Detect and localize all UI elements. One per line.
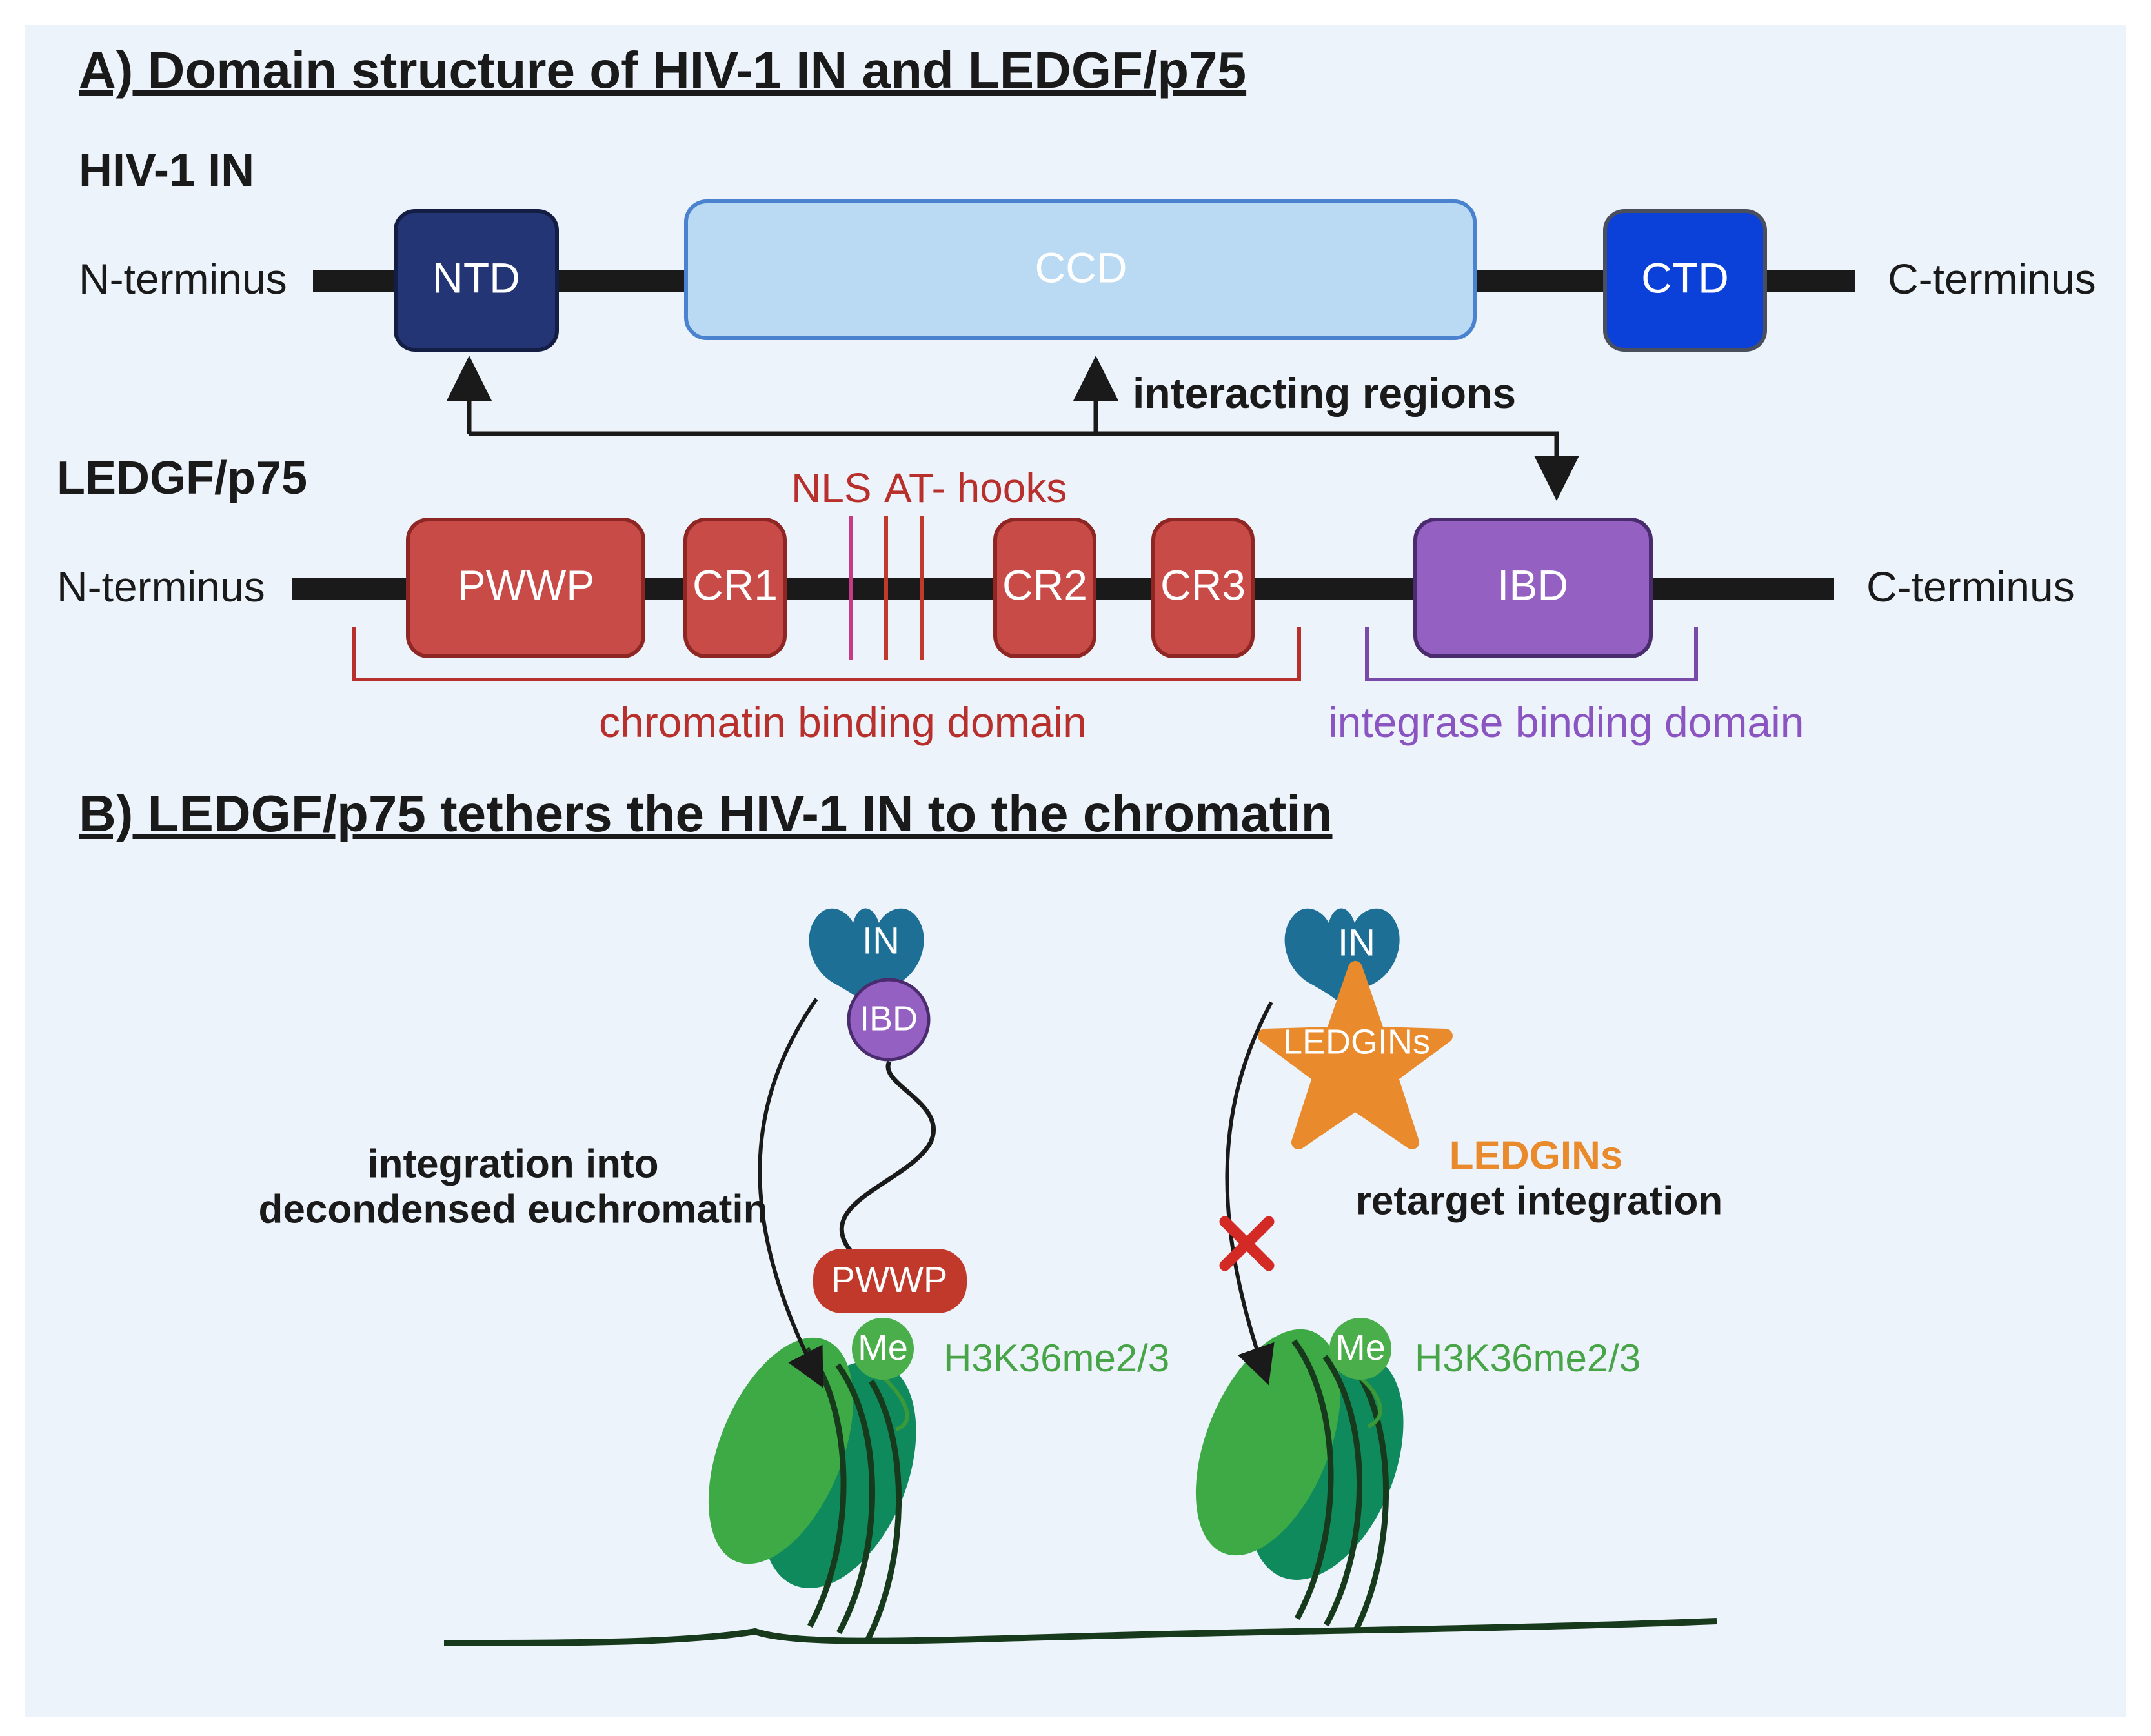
chromatin-domain-bracket — [352, 627, 1301, 681]
pwwp-box-left — [813, 1249, 967, 1313]
panel-a-title: A) Domain structure of HIV-1 IN and LEDG… — [79, 41, 1246, 99]
me-circle-left — [852, 1318, 914, 1380]
cr2-domain — [993, 518, 1096, 658]
caption-right-line1: LEDGINs — [1449, 1133, 1623, 1178]
caption-left-line2: decondensed euchromatin — [259, 1187, 768, 1231]
cr2-label: CR2 — [1002, 561, 1087, 609]
cr3-domain — [1151, 518, 1255, 658]
interacting-regions-label: interacting regions — [1133, 369, 1516, 417]
nucleosome-right — [1195, 1329, 1404, 1633]
cr1-domain — [683, 518, 787, 658]
ledgf-n-terminus-label: N-terminus — [57, 563, 265, 611]
ctd-domain — [1603, 209, 1767, 352]
me-label-right: Me — [1335, 1327, 1386, 1368]
ntd-domain — [394, 209, 559, 352]
cr3-label: CR3 — [1160, 561, 1246, 609]
in-label-left: IN — [862, 920, 900, 962]
me-tail-right — [1359, 1376, 1382, 1428]
in-c-terminus-label: C-terminus — [1888, 255, 2096, 303]
caption-right-line2: retarget integration — [1356, 1178, 1722, 1223]
integrase-domain-label: integrase binding domain — [1328, 698, 1804, 746]
in-label-right: IN — [1338, 922, 1375, 964]
pwwp-label-left: PWWP — [831, 1259, 947, 1300]
in-protein-name: HIV-1 IN — [79, 145, 254, 196]
ccd-label: CCD — [1035, 243, 1127, 291]
caption-left-line1: integration into — [367, 1142, 658, 1186]
me-circle-right — [1329, 1318, 1391, 1380]
ccd-domain — [684, 199, 1477, 340]
in-n-terminus-label: N-terminus — [79, 255, 287, 303]
at-hooks-label: AT- hooks — [884, 465, 1067, 511]
panel-b-title: B) LEDGF/p75 tethers the HIV-1 IN to the… — [79, 785, 1332, 842]
me-tail-left — [882, 1376, 909, 1431]
integration-arrow-left — [758, 998, 823, 1388]
ibd-label: IBD — [1497, 561, 1568, 609]
ntd-label: NTD — [432, 254, 520, 301]
integration-arrow-right — [1225, 1001, 1275, 1386]
interaction-connector — [469, 431, 1579, 501]
pwwp-domain — [406, 518, 645, 658]
ledgf-name: LEDGF/p75 — [57, 452, 307, 504]
ibd-domain — [1413, 518, 1653, 658]
ibd-circle-left — [847, 978, 931, 1062]
in-dimer-right — [1284, 908, 1400, 1007]
mark-label-left: H3K36me2/3 — [944, 1337, 1169, 1380]
chromatin-domain-label: chromatin binding domain — [599, 698, 1087, 746]
ctd-label: CTD — [1641, 254, 1729, 301]
dna-strand — [443, 1618, 1717, 1646]
blocked-cross-icon — [1219, 1216, 1275, 1271]
nucleosome-left — [708, 1337, 916, 1641]
cr1-label: CR1 — [692, 561, 778, 609]
ledgf-c-terminus-label: C-terminus — [1866, 563, 2075, 611]
pwwp-label: PWWP — [458, 561, 595, 609]
integrase-domain-bracket — [1365, 627, 1698, 681]
nls-label: NLS — [791, 465, 872, 511]
me-label-left: Me — [858, 1327, 908, 1368]
mark-label-right: H3K36me2/3 — [1415, 1337, 1641, 1380]
ibd-label-left: IBD — [860, 999, 918, 1038]
ledgins-label-star: LEDGINs — [1283, 1022, 1430, 1061]
ledgins-star — [1258, 961, 1453, 1149]
